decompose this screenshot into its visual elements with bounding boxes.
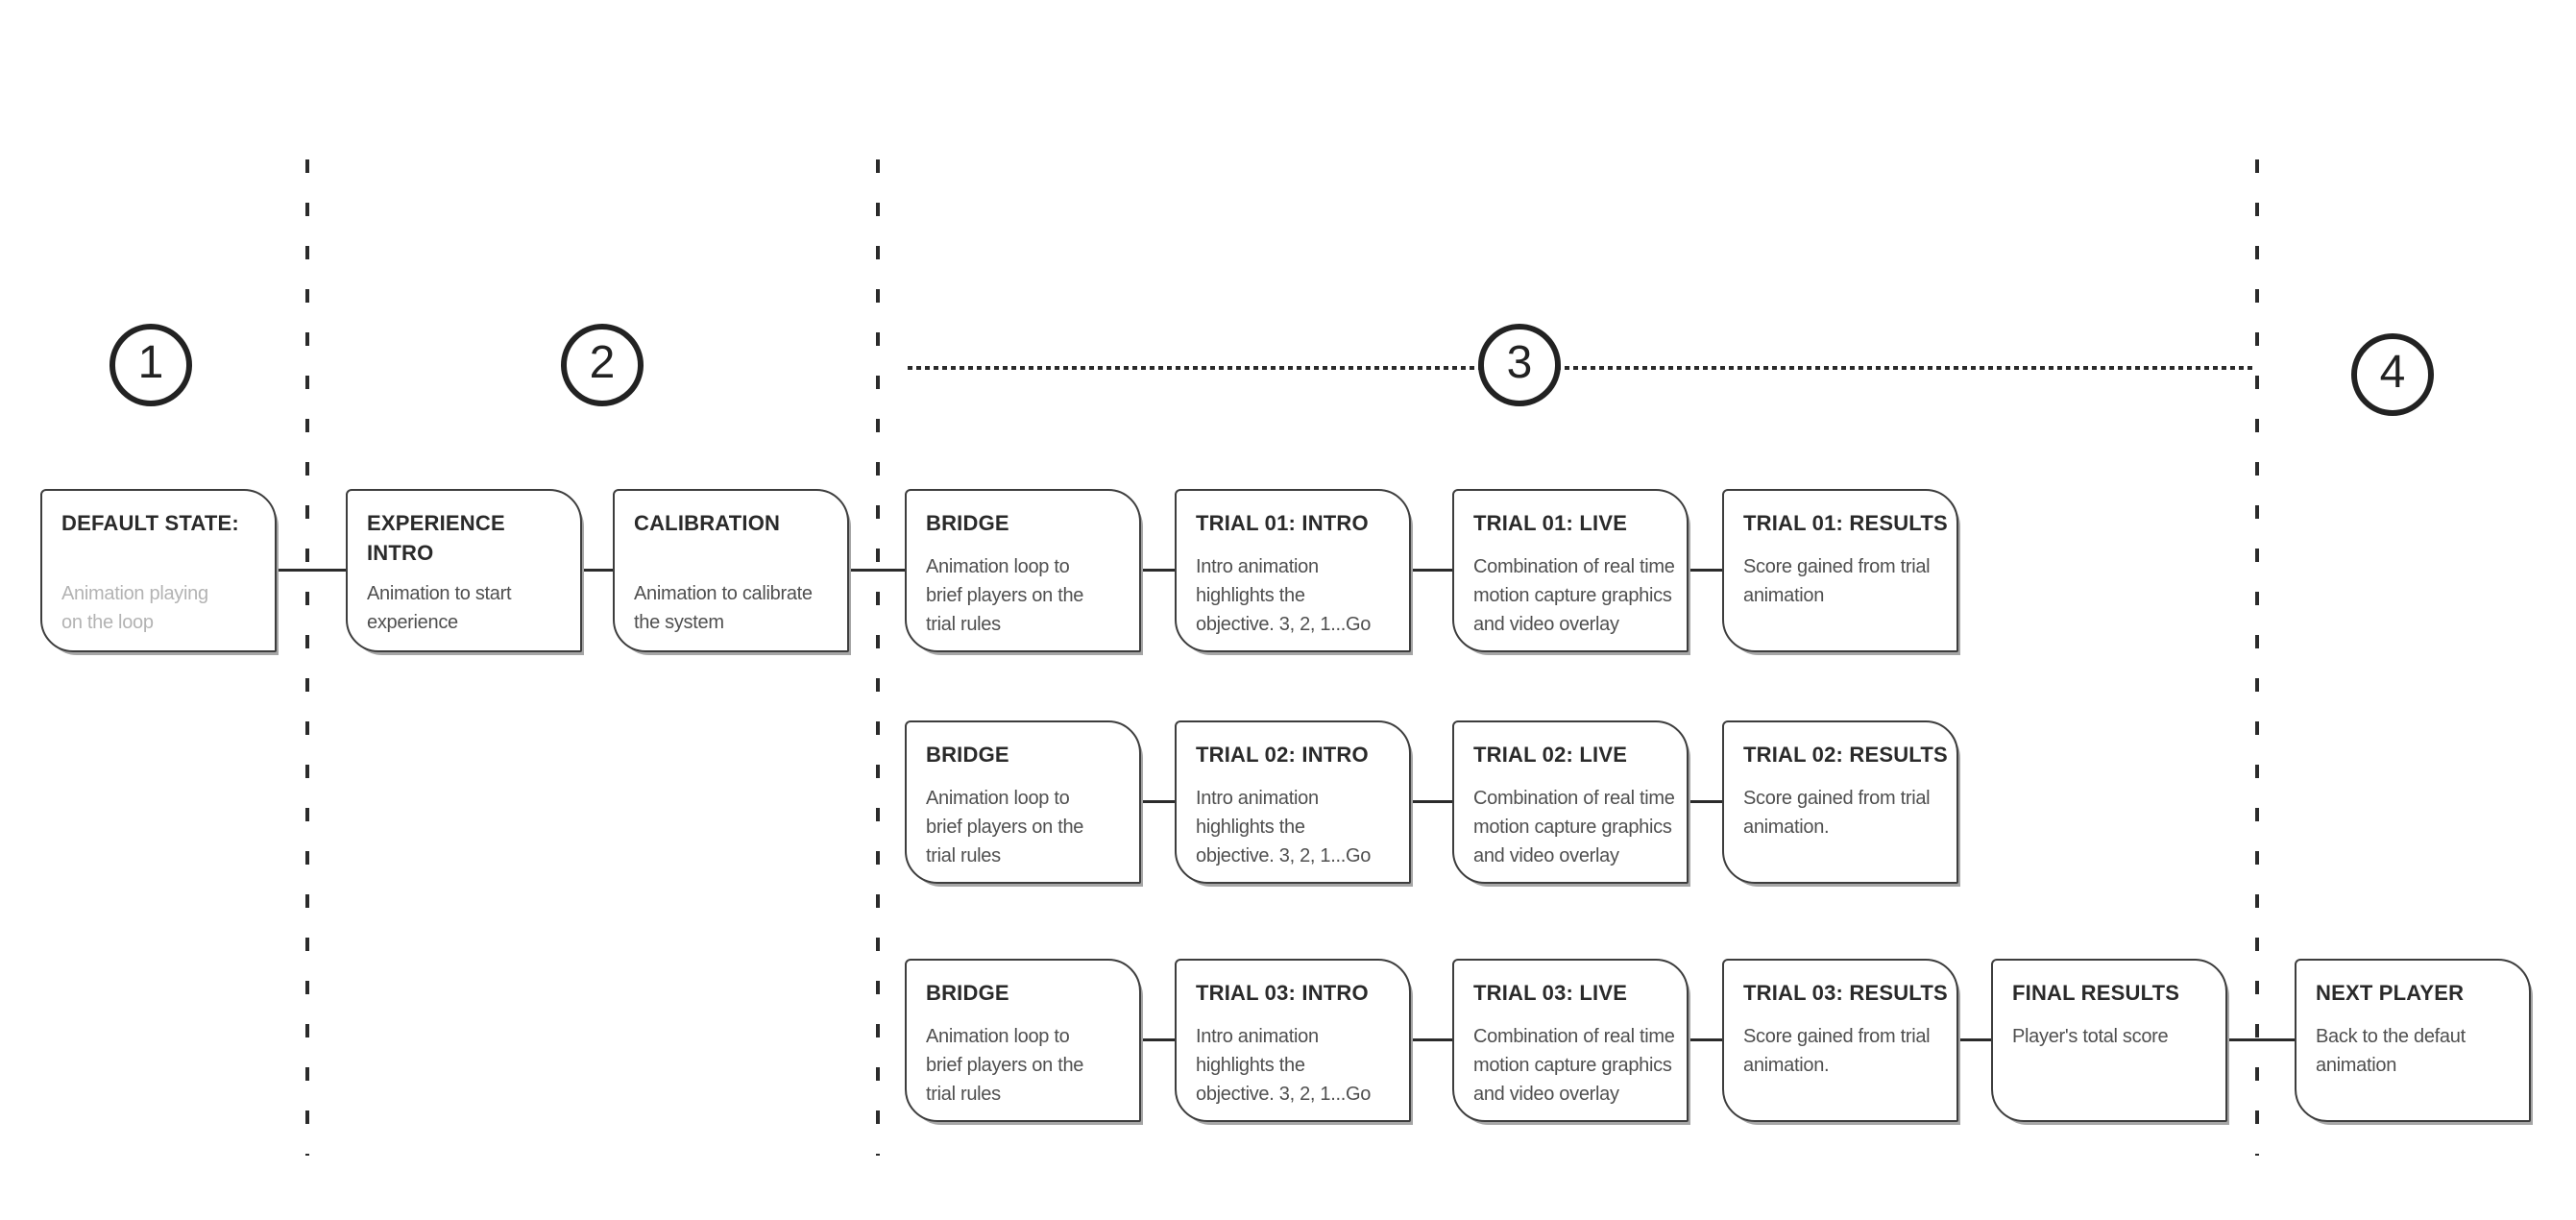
card-trial-02-intro[interactable]: TRIAL 02: INTRO Intro animation highligh… bbox=[1175, 720, 1411, 884]
card-title: EXPERIENCE INTRO bbox=[367, 511, 505, 565]
card-body: Animation loop to brief players on the t… bbox=[926, 788, 1084, 866]
phase-badge-2[interactable]: 2 bbox=[561, 324, 644, 406]
card-body: Back to the defaut animation bbox=[2316, 1026, 2466, 1076]
card-body: Score gained from trial animation. bbox=[1743, 1026, 1931, 1076]
card-body: Animation to calibrate the system bbox=[634, 583, 813, 633]
card-title: FINAL RESULTS bbox=[2012, 981, 2180, 1005]
connector-bridge2-to-trial2intro bbox=[1141, 800, 1175, 803]
card-body: Score gained from trial animation. bbox=[1743, 788, 1931, 838]
card-title: TRIAL 03: RESULTS bbox=[1743, 981, 1948, 1005]
card-trial-01-intro[interactable]: TRIAL 01: INTRO Intro animation highligh… bbox=[1175, 489, 1411, 652]
connector-trial3results-to-final bbox=[1958, 1038, 1991, 1041]
card-body: Animation loop to brief players on the t… bbox=[926, 556, 1084, 635]
card-body: Intro animation highlights the objective… bbox=[1196, 556, 1372, 635]
phase-separator-2 bbox=[876, 159, 880, 1156]
card-title: BRIDGE bbox=[926, 743, 1009, 767]
card-final-results[interactable]: FINAL RESULTS Player's total score bbox=[1991, 959, 2227, 1122]
connector-trial3live-to-results bbox=[1689, 1038, 1722, 1041]
card-title: TRIAL 01: RESULTS bbox=[1743, 511, 1948, 535]
card-body: Animation to start experience bbox=[367, 583, 512, 633]
phase-number: 1 bbox=[137, 337, 164, 388]
card-body: Combination of real time motion capture … bbox=[1473, 556, 1675, 635]
card-calibration[interactable]: CALIBRATION Animation to calibrate the s… bbox=[613, 489, 849, 652]
card-title: TRIAL 01: LIVE bbox=[1473, 511, 1628, 535]
phase-badge-1[interactable]: 1 bbox=[109, 324, 192, 406]
phase-separator-3 bbox=[2255, 159, 2259, 1156]
card-body: Combination of real time motion capture … bbox=[1473, 1026, 1675, 1105]
card-body: Intro animation highlights the objective… bbox=[1196, 1026, 1372, 1105]
connector-trial1live-to-results bbox=[1689, 569, 1722, 572]
connector-final-to-nextplayer bbox=[2227, 1038, 2295, 1041]
card-title: TRIAL 01: INTRO bbox=[1196, 511, 1369, 535]
card-body: Player's total score bbox=[2012, 1026, 2169, 1047]
phase-separator-1 bbox=[305, 159, 309, 1156]
card-title: NEXT PLAYER bbox=[2316, 981, 2465, 1005]
phase-badge-4[interactable]: 4 bbox=[2351, 333, 2434, 416]
card-title: BRIDGE bbox=[926, 981, 1009, 1005]
card-trial-03-results[interactable]: TRIAL 03: RESULTS Score gained from tria… bbox=[1722, 959, 1958, 1122]
card-bridge-trial-01[interactable]: BRIDGE Animation loop to brief players o… bbox=[905, 489, 1141, 652]
card-title: TRIAL 02: RESULTS bbox=[1743, 743, 1948, 767]
card-next-player[interactable]: NEXT PLAYER Back to the defaut animation bbox=[2295, 959, 2531, 1122]
phase-number: 3 bbox=[1506, 337, 1533, 388]
card-body: Animation playing on the loop bbox=[61, 583, 208, 633]
card-trial-03-live[interactable]: TRIAL 03: LIVE Combination of real time … bbox=[1452, 959, 1689, 1122]
card-title: TRIAL 02: LIVE bbox=[1473, 743, 1628, 767]
card-body: Combination of real time motion capture … bbox=[1473, 788, 1675, 866]
card-title: DEFAULT STATE: bbox=[61, 511, 239, 535]
connector-bridge1-to-trial1intro bbox=[1141, 569, 1175, 572]
phase-badge-3[interactable]: 3 bbox=[1478, 324, 1561, 406]
card-body: Animation loop to brief players on the t… bbox=[926, 1026, 1084, 1105]
connector-trial2intro-to-live bbox=[1411, 800, 1452, 803]
connector-bridge3-to-trial3intro bbox=[1141, 1038, 1175, 1041]
card-title: CALIBRATION bbox=[634, 511, 781, 535]
card-trial-02-live[interactable]: TRIAL 02: LIVE Combination of real time … bbox=[1452, 720, 1689, 884]
phase3-dotted-timeline bbox=[908, 366, 2252, 370]
card-bridge-trial-02[interactable]: BRIDGE Animation loop to brief players o… bbox=[905, 720, 1141, 884]
card-title: TRIAL 02: INTRO bbox=[1196, 743, 1369, 767]
phase-number: 4 bbox=[2379, 347, 2406, 398]
card-title: TRIAL 03: INTRO bbox=[1196, 981, 1369, 1005]
card-trial-02-results[interactable]: TRIAL 02: RESULTS Score gained from tria… bbox=[1722, 720, 1958, 884]
card-title: TRIAL 03: LIVE bbox=[1473, 981, 1628, 1005]
card-experience-intro[interactable]: EXPERIENCE INTRO Animation to start expe… bbox=[346, 489, 582, 652]
connector-trial2live-to-results bbox=[1689, 800, 1722, 803]
connector-calibration-to-bridge1 bbox=[849, 569, 905, 572]
card-default-state[interactable]: DEFAULT STATE: Animation playing on the … bbox=[40, 489, 277, 652]
phase-number: 2 bbox=[589, 337, 616, 388]
card-title: BRIDGE bbox=[926, 511, 1009, 535]
connector-default-to-intro bbox=[277, 569, 346, 572]
card-body: Score gained from trial animation bbox=[1743, 556, 1931, 606]
card-trial-01-results[interactable]: TRIAL 01: RESULTS Score gained from tria… bbox=[1722, 489, 1958, 652]
card-trial-01-live[interactable]: TRIAL 01: LIVE Combination of real time … bbox=[1452, 489, 1689, 652]
connector-trial1intro-to-live bbox=[1411, 569, 1452, 572]
card-body: Intro animation highlights the objective… bbox=[1196, 788, 1372, 866]
connector-intro-to-calibration bbox=[582, 569, 613, 572]
card-bridge-trial-03[interactable]: BRIDGE Animation loop to brief players o… bbox=[905, 959, 1141, 1122]
card-trial-03-intro[interactable]: TRIAL 03: INTRO Intro animation highligh… bbox=[1175, 959, 1411, 1122]
connector-trial3intro-to-live bbox=[1411, 1038, 1452, 1041]
